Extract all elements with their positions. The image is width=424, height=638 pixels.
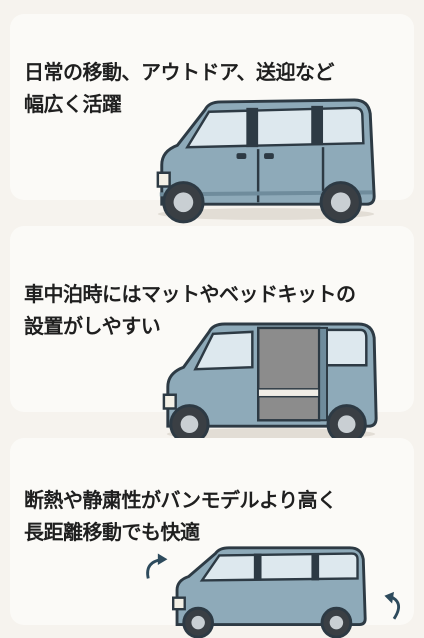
headline-line-2: 幅広く活躍 [24,92,122,116]
headline-line-1: 日常の移動、アウトドア、送迎など [24,60,335,84]
feature-panel-car-camping: 車中泊時にはマットやベッドキットの 設置がしやすい [0,212,424,444]
headline-line-1: 車中泊時にはマットやベッドキットの [24,282,356,306]
panel-headline: 断熱や静粛性がバンモデルより高く 長距離移動でも快適 [24,484,337,548]
van-side-illustration [156,98,376,224]
feature-panel-daily-use: 日常の移動、アウトドア、送迎など 幅広く活躍 [0,0,424,224]
feature-panel-comfort: 断熱や静粛性がバンモデルより高く 長距離移動でも快適 [0,424,424,638]
headline-line-2: 長距離移動でも快適 [24,520,200,544]
van-open-door-bed-illustration [162,322,378,444]
headline-line-1: 断熱や静粛性がバンモデルより高く [24,488,337,512]
panel-headline: 車中泊時にはマットやベッドキットの 設置がしやすい [24,278,356,342]
van-driving-illustration [146,546,401,638]
headline-line-2: 設置がしやすい [24,314,161,338]
panel-headline: 日常の移動、アウトドア、送迎など 幅広く活躍 [24,56,335,120]
